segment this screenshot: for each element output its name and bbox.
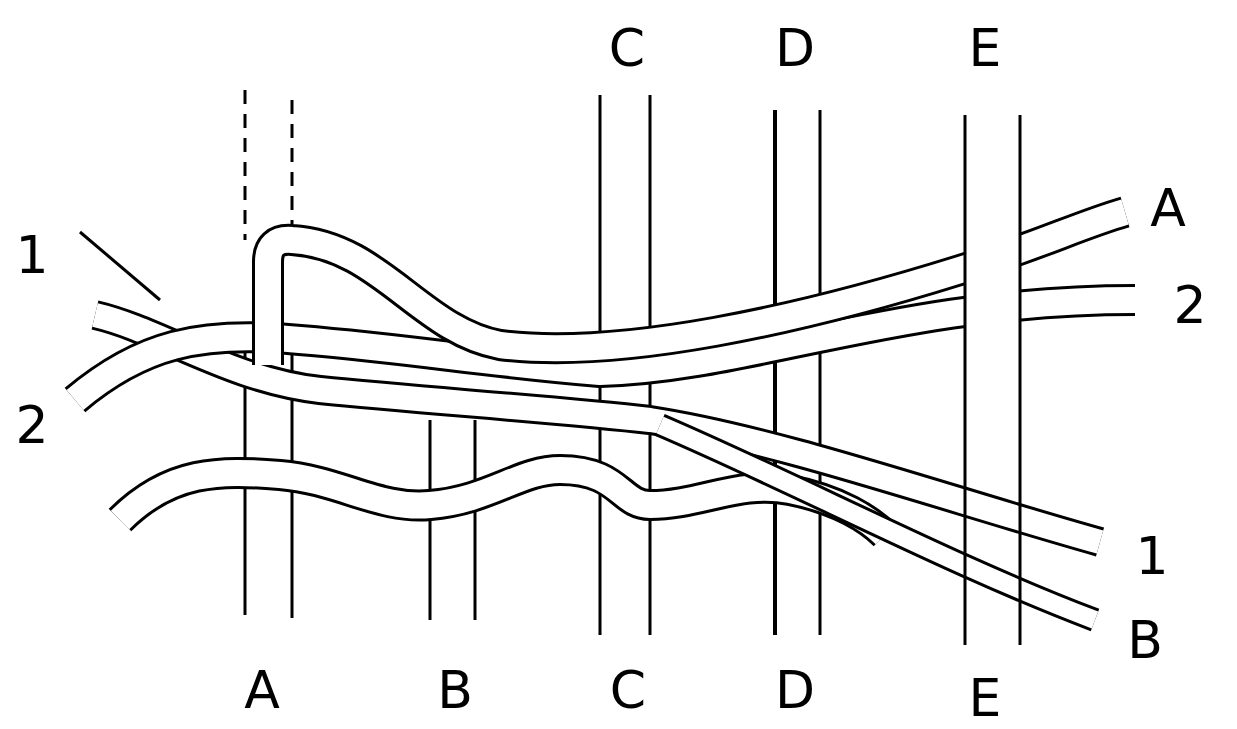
strand-label: 1 (1135, 530, 1168, 582)
strand-label: 1 (15, 229, 48, 281)
strand-label: C (610, 664, 646, 716)
strand-label: E (969, 672, 1002, 724)
strand-label: A (244, 664, 280, 716)
strand-label: D (775, 22, 815, 74)
strand-label: A (1150, 182, 1186, 234)
strand-label: E (969, 22, 1002, 74)
weavers (75, 115, 1135, 645)
strand-label: B (1127, 614, 1163, 666)
strand-label: D (775, 664, 815, 716)
strand-label: B (437, 664, 473, 716)
strand-label: 2 (15, 399, 48, 451)
strand-label: 2 (1173, 279, 1206, 331)
strand-label: C (609, 22, 645, 74)
